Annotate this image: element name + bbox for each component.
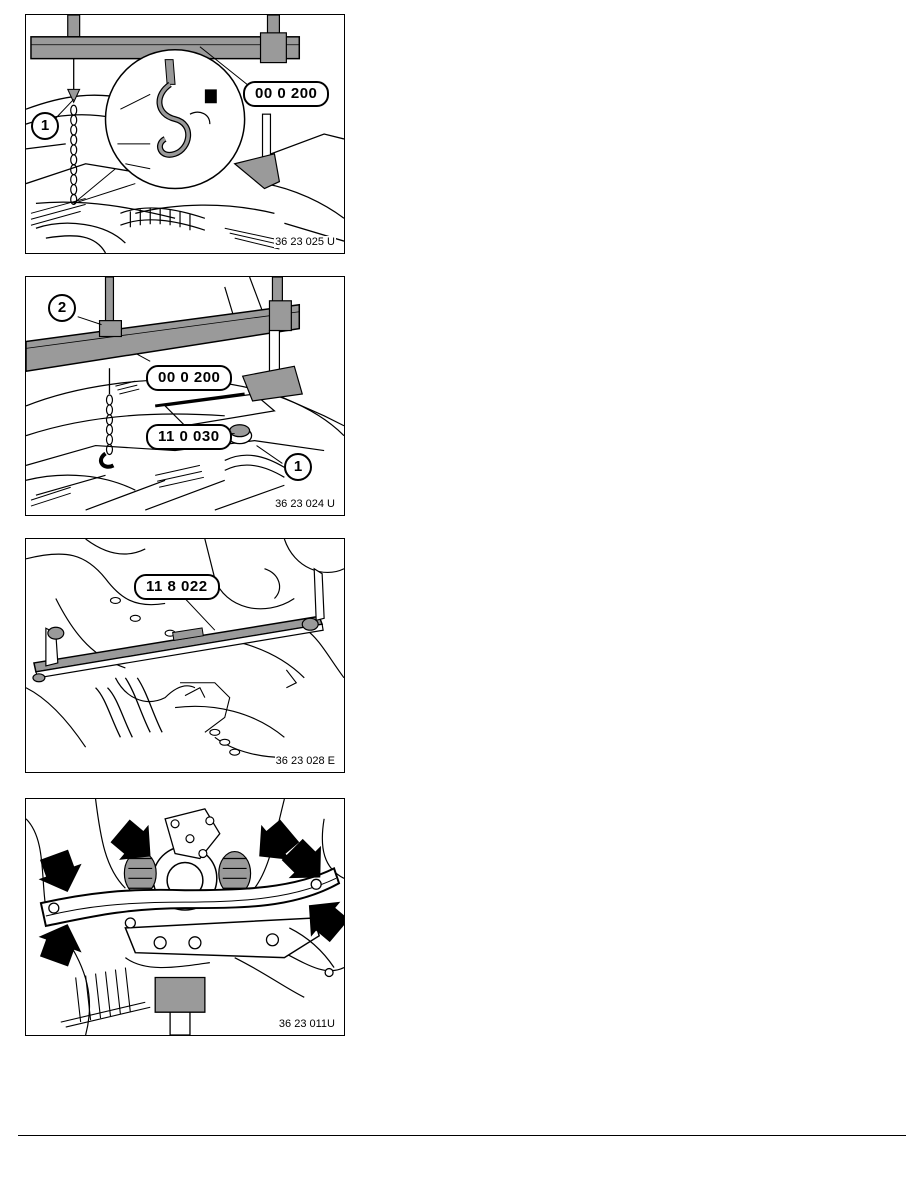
callout-2: 2 (48, 294, 76, 322)
figure-2-support-bracket-installed: 2 00 0 200 11 0 030 1 36 23 024 U (25, 276, 345, 516)
figure-code: 36 23 024 U (274, 498, 336, 510)
figure-1-illustration (26, 15, 344, 253)
figure-3-engine-support-bar: 11 8 022 36 23 028 E (25, 538, 345, 773)
figure-4-illustration (26, 799, 344, 1035)
tool-label-00-0-200: 00 0 200 (146, 365, 233, 391)
footer-rule (18, 1135, 906, 1136)
tool-label-11-0-030: 11 0 030 (146, 424, 232, 450)
figure-4-subframe-mount-points: 36 23 011U (25, 798, 345, 1036)
tool-label-00-0-200: 00 0 200 (243, 81, 330, 107)
figure-1-support-bracket-hook: 00 0 200 1 36 23 025 U (25, 14, 345, 254)
figure-3-illustration (26, 539, 344, 759)
figure-code: 36 23 011U (277, 1018, 336, 1030)
tool-label-11-8-022: 11 8 022 (134, 574, 220, 600)
figure-code: 36 23 025 U (274, 236, 336, 248)
figure-code: 36 23 028 E (274, 755, 336, 767)
callout-1: 1 (284, 453, 312, 481)
figure-2-illustration (26, 277, 344, 511)
callout-1: 1 (31, 112, 59, 140)
